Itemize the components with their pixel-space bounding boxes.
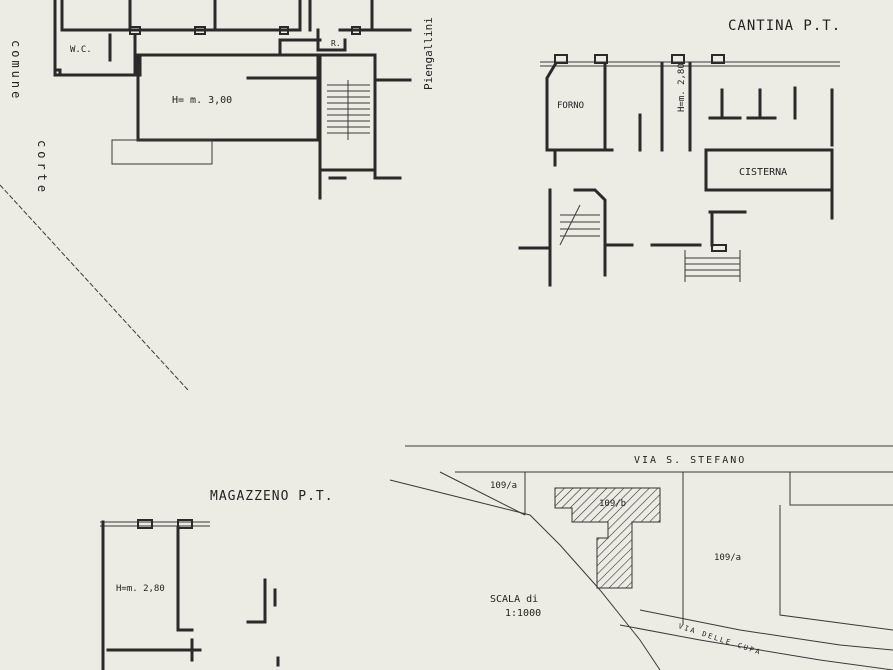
terrace xyxy=(111,139,213,165)
wc-label: W.C. xyxy=(70,45,92,55)
stairs xyxy=(684,250,741,282)
wall xyxy=(711,244,727,252)
main-floor-plan: W.C. R. H= m. 3,00 Piengallini corte com… xyxy=(0,0,435,391)
boundary-line xyxy=(0,184,189,391)
site-plan: VIA S. STEFANO 109/a 109/b 109/a SCALA d… xyxy=(389,445,893,670)
comune-label: comune xyxy=(9,40,23,101)
parcel-label-a: 109/a xyxy=(490,481,517,491)
cisterna-room xyxy=(704,148,834,192)
wall xyxy=(594,54,608,64)
wall xyxy=(318,53,377,172)
magazzeno-title: MAGAZZENO P.T. xyxy=(210,489,334,504)
wall xyxy=(176,526,194,632)
wall xyxy=(545,60,559,167)
wall xyxy=(53,33,137,77)
wall xyxy=(603,61,614,152)
piengallini-label: Piengallini xyxy=(422,17,435,90)
parcel-label-b: 109/b xyxy=(599,499,626,509)
stairs xyxy=(559,204,600,246)
stairs xyxy=(327,80,370,140)
wall xyxy=(351,26,361,35)
parcel-label-c: 109/a xyxy=(714,553,741,563)
wall xyxy=(573,188,607,277)
wall xyxy=(554,54,568,64)
wall xyxy=(711,54,725,64)
magazzeno-height-label: H=m. 2,80 xyxy=(116,584,165,594)
wall xyxy=(316,28,347,52)
parcel-boundary xyxy=(789,472,893,506)
street-bottom-label: VIA DELLE CUPA xyxy=(677,622,762,656)
scale-value: 1:1000 xyxy=(505,608,541,619)
wall xyxy=(279,26,289,35)
wall xyxy=(373,168,402,180)
road-edge xyxy=(639,609,893,651)
r-label: R. xyxy=(331,39,341,48)
cantina-plan: CANTINA P.T. FORNO H=m. 2,80 CISTERNA xyxy=(518,18,841,287)
wall xyxy=(60,0,302,32)
wall xyxy=(137,519,153,529)
road-edge xyxy=(619,624,893,670)
corte-label: corte xyxy=(35,140,49,196)
scale-label: SCALA di xyxy=(490,594,538,605)
wall xyxy=(671,54,685,64)
road-edge xyxy=(389,479,661,670)
wall xyxy=(246,578,267,624)
street-top-label: VIA S. STEFANO xyxy=(634,455,746,466)
hatched-building xyxy=(554,487,661,589)
wall xyxy=(177,519,193,529)
wall xyxy=(53,0,322,77)
wall xyxy=(136,53,320,142)
cantina-title: CANTINA P.T. xyxy=(728,18,841,34)
cisterna-label: CISTERNA xyxy=(739,167,787,178)
cantina-height-label: H=m. 2,80 xyxy=(677,63,687,112)
wall xyxy=(194,26,206,35)
magazzeno-plan: MAGAZZENO P.T. H=m. 2,80 xyxy=(100,489,334,670)
road-edge xyxy=(439,471,526,516)
parcel-boundary xyxy=(779,505,893,631)
forno-label: FORNO xyxy=(557,101,584,111)
main-room-height-label: H= m. 3,00 xyxy=(172,95,232,106)
